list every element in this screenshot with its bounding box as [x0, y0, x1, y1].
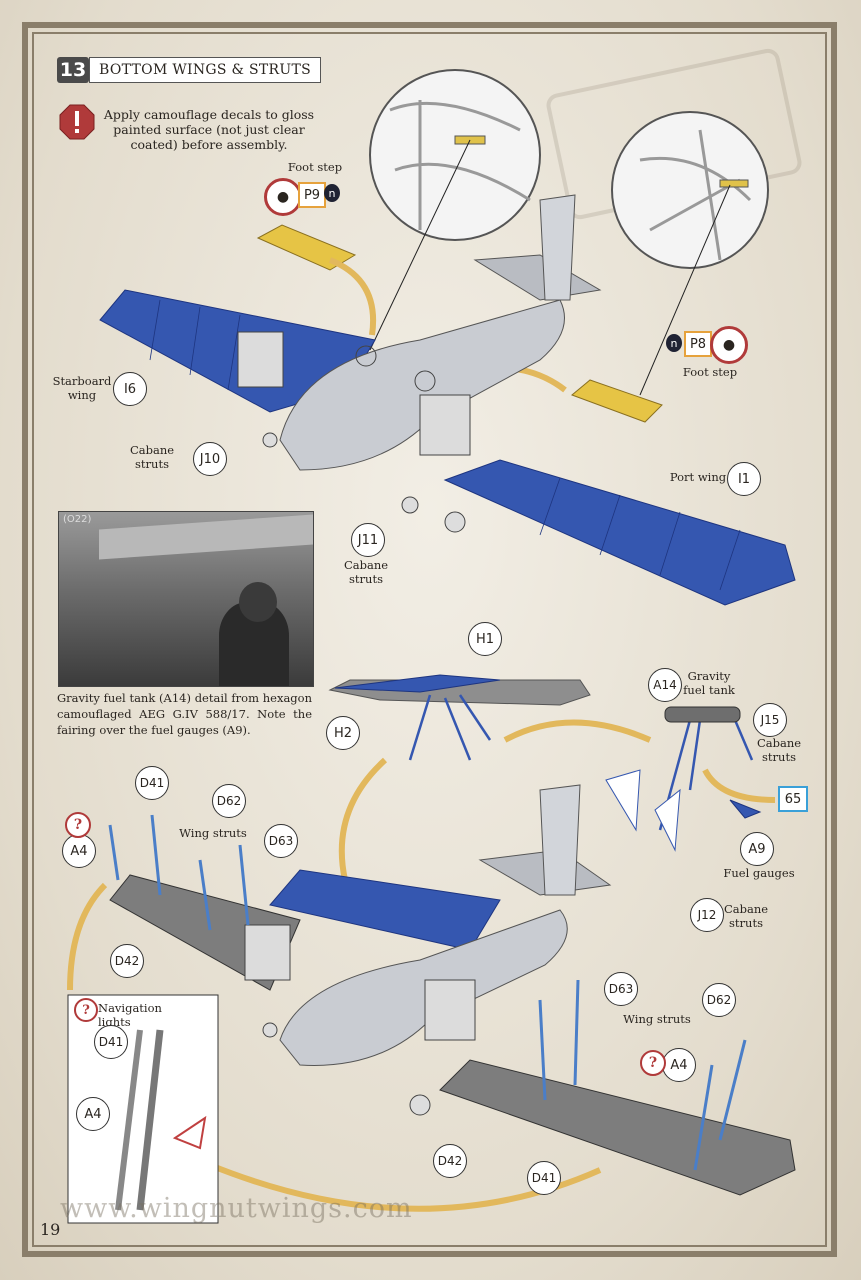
label-gravity-fuel-tank: Gravity fuel tank	[683, 669, 735, 697]
callout-d41: D41	[527, 1161, 561, 1195]
fuel-gauges-a9	[729, 799, 762, 819]
foot-step-p8	[571, 379, 663, 423]
callout-d41: D41	[135, 766, 169, 800]
callout-j11: J11	[351, 523, 385, 557]
page-border-outer	[22, 22, 837, 1257]
paint-drop-icon: n	[324, 184, 340, 202]
callout-h2: H2	[326, 716, 360, 750]
callout-h1: H1	[468, 622, 502, 656]
label-cabane-struts-4: Cabane struts	[723, 902, 769, 930]
callout-a9: A9	[740, 832, 774, 866]
warning-text: Apply camouflage decals to gloss painted…	[103, 107, 315, 152]
fuselage-upper	[279, 299, 565, 471]
elephant-decal-icon: ●	[710, 326, 748, 364]
callout-a4: A4	[62, 834, 96, 868]
callout-a4: A4	[662, 1048, 696, 1082]
reference-photo: (O22)	[58, 511, 314, 687]
callout-i6: I6	[113, 372, 147, 406]
callout-i1: I1	[727, 462, 761, 496]
photo-tag: (O22)	[63, 514, 92, 525]
detail-circle-foot-step-right	[611, 111, 769, 269]
callout-d42: D42	[433, 1144, 467, 1178]
callout-j12: J12	[690, 898, 724, 932]
callout-j15: J15	[753, 703, 787, 737]
question-icon: ?	[65, 812, 91, 838]
callout-d63: D63	[604, 972, 638, 1006]
callout-d62: D62	[212, 784, 246, 818]
part-p9-label: P9	[298, 182, 326, 208]
page-border-inner	[32, 32, 827, 1247]
paint-drop-icon: n	[666, 334, 682, 352]
gravity-fuel-tank-a14	[664, 706, 741, 723]
callout-d62: D62	[702, 983, 736, 1017]
engine-nacelle-left	[237, 331, 284, 388]
detail-circle-foot-step-left	[369, 69, 541, 241]
fuselage-lower	[279, 909, 568, 1066]
count-65-badge: 65	[778, 786, 808, 812]
page-number: 19	[40, 1220, 61, 1239]
elephant-decal-icon: ●	[264, 178, 302, 216]
label-wing-struts-1: Wing struts	[179, 826, 247, 840]
label-cabane-struts-1: Cabane struts	[129, 443, 175, 471]
question-icon: ?	[74, 998, 98, 1022]
callout-d41-inset: D41	[94, 1025, 128, 1059]
callout-d63: D63	[264, 824, 298, 858]
callout-d42: D42	[110, 944, 144, 978]
callout-a4-inset: A4	[76, 1097, 110, 1131]
step-title: BOTTOM WINGS & STRUTS	[89, 57, 322, 83]
label-fuel-gauges: Fuel gauges	[723, 866, 795, 880]
lower-wing-port	[439, 1059, 796, 1196]
label-wing-struts-2: Wing struts	[623, 1012, 691, 1026]
label-starboard-wing: Starboard wing	[52, 374, 112, 402]
port-wing-i1	[443, 459, 796, 606]
photo-caption: Gravity fuel tank (A14) detail from hexa…	[57, 691, 312, 737]
question-icon: ?	[640, 1050, 666, 1076]
label-cabane-struts-2: Cabane struts	[343, 558, 389, 586]
engine-nacelle-right	[419, 394, 471, 456]
warning-stop-icon	[59, 104, 95, 140]
upper-wing-assembled	[269, 869, 501, 951]
part-p8-label: P8	[684, 331, 712, 357]
label-foot-step-top: Foot step	[287, 160, 343, 174]
label-cabane-struts-3: Cabane struts	[756, 736, 802, 764]
label-foot-step-right: Foot step	[682, 365, 738, 379]
callout-a14: A14	[648, 668, 682, 702]
callout-j10: J10	[193, 442, 227, 476]
step-number: 13	[57, 57, 89, 83]
label-port-wing: Port wing	[669, 470, 727, 484]
website-url: www.wingnutwings.com	[60, 1193, 413, 1224]
